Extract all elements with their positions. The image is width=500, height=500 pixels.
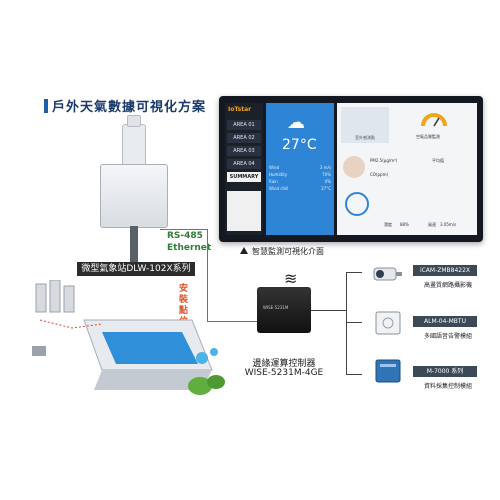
device-desc-camera: 高畫質網路攝影機 [423, 282, 472, 289]
weather-panel [266, 103, 334, 235]
title-accent-bar [44, 99, 48, 113]
pm25-label: PM2.5(μg/m³) [370, 158, 398, 163]
humidity-value: 88% [400, 222, 409, 227]
world-map: 室外感測點 [341, 107, 389, 143]
wifi-icon: ≋ [284, 269, 298, 288]
controller-model: WISE-5231M-4GE [244, 368, 324, 378]
device-bracket-line [346, 272, 347, 374]
device-tag-io: M-7000 系列 [413, 366, 477, 377]
controller-name: 邊緣運算控制器 [252, 359, 316, 369]
station-label: 微型氣象站DLW-102X系列 [77, 262, 195, 276]
sidebar-item-area-04[interactable]: AREA 04 [227, 159, 261, 169]
co-label: CO(ppm) [370, 172, 389, 177]
weather-station-enclosure [100, 164, 168, 228]
map-label: 室外感測點 [355, 135, 375, 140]
person-face-icon [343, 156, 365, 178]
device-branch-line [346, 322, 362, 323]
field-scene-illustration [32, 280, 225, 395]
temperature-readout: 27°C [282, 137, 317, 153]
weather-row: Wind 3 m/s [269, 165, 331, 170]
page-title: 戶外天氣數據可視化方案 [52, 100, 207, 115]
rs485-label: RS-485 [167, 231, 203, 241]
gauge-label: 空氣品質監測 [416, 134, 440, 139]
caption-triangle-icon [240, 247, 248, 254]
device-tag-alarm: ALM-04-MBTU [413, 316, 477, 327]
device-branch-line [346, 374, 362, 375]
sidebar-item-area-01[interactable]: AREA 01 [227, 120, 261, 130]
sidebar-item-area-03[interactable]: AREA 03 [227, 146, 261, 156]
weather-row: Rain 0% [269, 179, 331, 184]
weather-row: Humidity 70% [269, 172, 331, 177]
calendar-widget [227, 191, 261, 231]
humidity-label: 濕度 [384, 222, 392, 227]
edge-controller-device: WISE-5231M [257, 287, 311, 333]
sidebar-item-area-02[interactable]: AREA 02 [227, 133, 261, 143]
device-tag-camera: iCAM-ZMB8422X [413, 265, 477, 276]
dashboard-logo: IoTstar [228, 106, 252, 113]
connection-line [207, 321, 257, 322]
connection-line [207, 229, 208, 321]
device-desc-alarm: 多國語音告警模組 [423, 333, 472, 340]
weather-sensor-head [122, 115, 146, 166]
wind-label: 風速 [428, 222, 436, 227]
io-module-icon [375, 359, 401, 383]
sidebar-item-summary[interactable]: SUMMARY [227, 172, 261, 182]
avg-label: 平均值 [432, 158, 444, 163]
camera-icon [373, 267, 402, 281]
device-branch-line [346, 272, 362, 273]
device-desc-io: 資料採集控制模組 [423, 383, 472, 390]
cloud-moon-icon: ☁ [287, 112, 305, 133]
connection-line [160, 229, 208, 230]
ethernet-label: Ethernet [167, 243, 212, 253]
controller-device-label: WISE-5231M [263, 305, 289, 310]
wind-value: 3.05m/s [440, 222, 457, 227]
weather-row: Wind chill 27°C [269, 186, 331, 191]
device-link-line [311, 310, 347, 311]
air-quality-gauge-icon [421, 113, 447, 127]
alarm-module-icon [375, 311, 401, 335]
dashboard-caption: 智慧監測可視化介面 [252, 247, 324, 256]
progress-ring [345, 192, 369, 216]
station-pole [130, 226, 138, 262]
